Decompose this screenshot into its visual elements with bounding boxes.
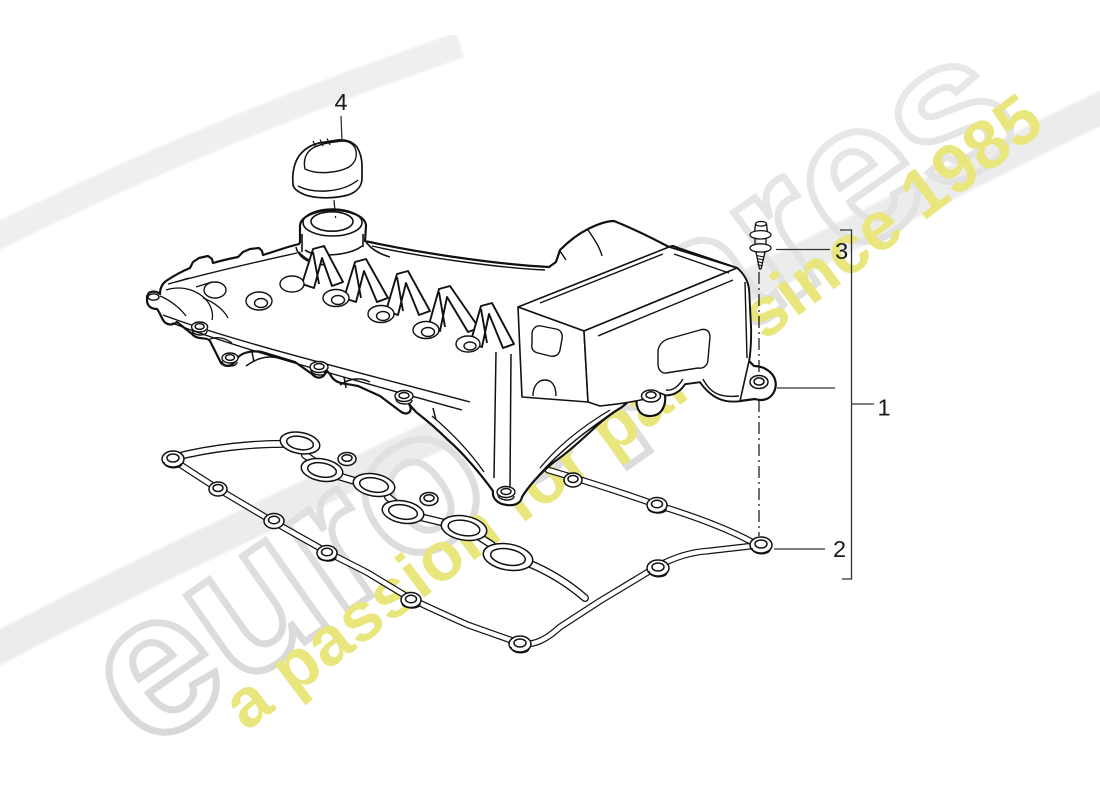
svg-text:1: 1 xyxy=(877,395,890,421)
svg-text:3: 3 xyxy=(835,238,848,264)
svg-text:4: 4 xyxy=(334,89,347,115)
svg-text:2: 2 xyxy=(833,536,846,562)
